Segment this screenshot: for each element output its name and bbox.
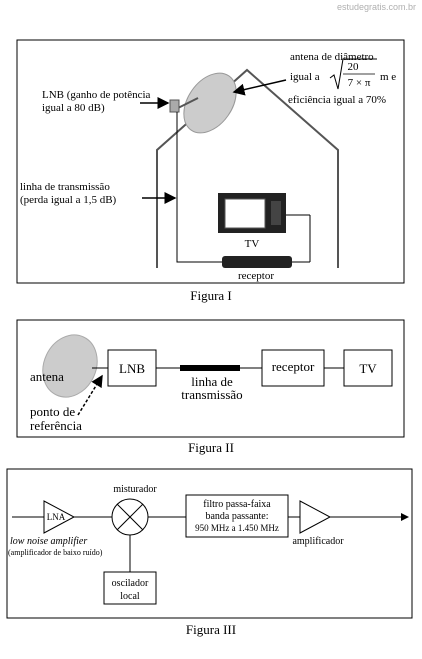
ref-label-2: referência [30, 418, 82, 433]
lnb-box [107, 349, 157, 387]
lna-label: LNA [47, 512, 66, 522]
figure-1-caption: Figura I [190, 288, 232, 303]
amplifier-triangle [299, 500, 332, 534]
antenna-label: antena [30, 369, 64, 384]
antenna-label-line1: antena de diâmetro [290, 51, 374, 63]
figure-2: antena LNB linha de transmissão receptor… [16, 319, 405, 438]
amp-label: amplificador [292, 536, 344, 547]
receiver-label: receptor [238, 270, 274, 282]
antenna-label-unit: m e [380, 71, 396, 83]
antenna-label-igual: igual a [290, 71, 320, 83]
lnb-label: LNB [119, 361, 145, 376]
figure-1: antena de diâmetro igual a 20 7 × π m e … [16, 39, 405, 284]
osc-label-1: oscilador [112, 578, 149, 589]
figure-3-caption: Figura III [185, 622, 237, 637]
figure-3: LNA low noise amplifier (amplificador de… [6, 468, 413, 619]
tv-label: TV [359, 361, 377, 376]
filter-label-2: banda passante: [205, 511, 268, 522]
lnb-label-line1: LNB (ganho de potência [42, 89, 151, 101]
lna-triangle [43, 500, 76, 534]
tv-label: TV [245, 238, 260, 250]
receiver-box [261, 349, 325, 387]
tv-box [343, 349, 393, 387]
reference-arrow [77, 374, 103, 416]
figure-1-frame [16, 39, 405, 284]
osc-label-2: local [120, 591, 140, 602]
watermark: estudegratis.com.br [336, 2, 416, 12]
antenna-label-num: 20 [348, 61, 360, 73]
filter-box [185, 494, 289, 538]
lna-sub: (amplificador de baixo ruído) [8, 548, 103, 557]
lnb-label-line2: igual a 80 dB) [42, 102, 105, 114]
filter-label-1: filtro passa-faixa [203, 499, 271, 510]
antenna-label-line3: eficiência igual a 70% [288, 94, 386, 106]
ref-label-1: ponto de [30, 404, 75, 419]
figure-2-caption: Figura II [188, 440, 234, 455]
mixer-label: misturador [113, 484, 157, 495]
figure-2-frame [16, 319, 405, 438]
receiver-icon [222, 256, 292, 268]
receiver-label: receptor [272, 359, 315, 374]
figure-3-frame [6, 468, 413, 619]
line-label-2: transmissão [181, 387, 242, 402]
satellite-dish-icon [183, 72, 237, 134]
lna-text: low noise amplifier [10, 536, 87, 547]
lnb-icon [169, 99, 180, 113]
line-label-line1: linha de transmissão [20, 181, 110, 193]
transmission-line [176, 112, 222, 263]
filter-label-3: 950 MHz a 1.450 MHz [195, 523, 279, 533]
line-label-1: linha de [191, 374, 233, 389]
antenna-icon [42, 334, 98, 398]
antenna-label-den: 7 × π [348, 77, 371, 89]
house-outline [156, 68, 339, 268]
oscillator-box [103, 571, 157, 605]
line-label-line2: (perda igual a 1,5 dB) [20, 194, 117, 206]
